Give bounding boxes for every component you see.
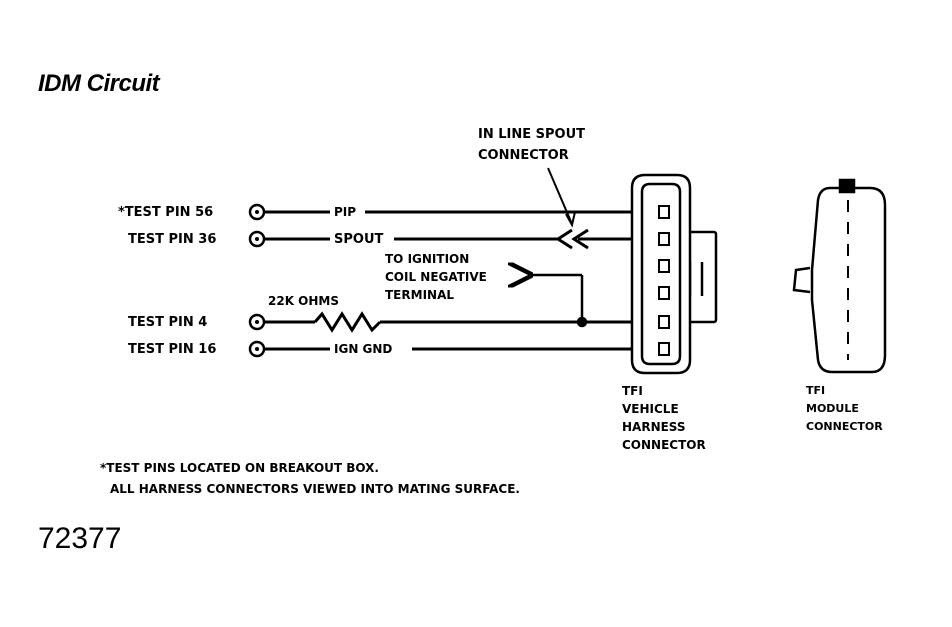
resistor-label: 22K OHMS <box>268 294 340 308</box>
diagram-notes: *TEST PINS LOCATED ON BREAKOUT BOX. ALL … <box>100 458 520 500</box>
test-pin-56-label: *TEST PIN 56 <box>118 205 214 220</box>
ignition-coil-label: TO IGNITION COIL NEGATIVE TERMINAL <box>385 252 487 302</box>
test-pin-terminals <box>248 203 266 358</box>
test-pin-4-label: TEST PIN 4 <box>128 315 208 330</box>
wire-label-spout: SPOUT <box>334 232 384 247</box>
diagram-title: IDM Circuit <box>38 70 160 97</box>
wire-label-ign-gnd: IGN GND <box>334 342 393 356</box>
test-pin-16-label: TEST PIN 16 <box>128 342 217 357</box>
tfi-vehicle-harness-connector <box>630 173 718 375</box>
note-line-2: ALL HARNESS CONNECTORS VIEWED INTO MATIN… <box>110 482 520 496</box>
module-connector-label: TFI MODULE CONNECTOR <box>806 384 883 433</box>
note-line-1: *TEST PINS LOCATED ON BREAKOUT BOX. <box>100 461 379 475</box>
wire-spout <box>264 228 660 250</box>
figure-number: 72377 <box>38 522 122 555</box>
spout-connector-label: IN LINE SPOUT CONNECTOR <box>478 127 586 163</box>
vehicle-connector-label: TFI VEHICLE HARNESS CONNECTOR <box>622 384 706 452</box>
wire-label-pip: PIP <box>334 205 357 219</box>
spout-connector-pointer <box>547 167 573 225</box>
test-pin-36-label: TEST PIN 36 <box>128 232 217 247</box>
wire-resistor <box>264 311 660 333</box>
tfi-module-connector <box>792 178 887 374</box>
ignition-coil-tap <box>528 275 588 328</box>
